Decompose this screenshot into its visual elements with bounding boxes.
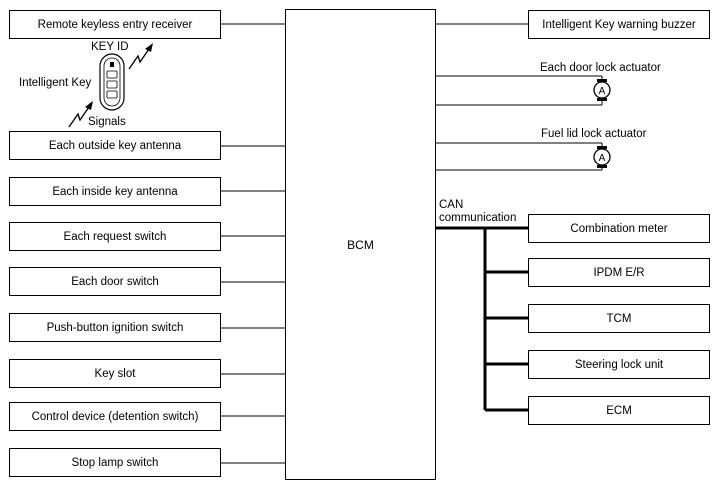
push-button-ignition-switch-box: Push-button ignition switch xyxy=(9,313,221,342)
door-lock-actuator-icon: A xyxy=(593,79,611,101)
input-label: Remote keyless entry receiver xyxy=(37,18,193,31)
can-unit-label: IPDM E/R xyxy=(593,266,645,279)
fuel-lid-actuator-icon: A xyxy=(593,146,611,168)
signals-label: Signals xyxy=(88,116,126,128)
key-id-signal-icon xyxy=(128,43,153,70)
can-unit-label: TCM xyxy=(606,312,632,325)
intelligent-key-icon xyxy=(99,53,125,111)
fuel-lid-actuator-label: Fuel lid lock actuator xyxy=(541,128,647,140)
outside-key-antenna-box: Each outside key antenna xyxy=(9,131,221,160)
bcm-label: BCM xyxy=(347,237,374,252)
input-wires xyxy=(221,23,285,464)
intelligent-key-label: Intelligent Key xyxy=(19,77,92,89)
combination-meter-box: Combination meter xyxy=(528,214,710,243)
door-switch-box: Each door switch xyxy=(9,267,221,296)
input-label: Control device (detention switch) xyxy=(31,410,199,423)
ecm-box: ECM xyxy=(528,396,710,425)
ipdm-er-box: IPDM E/R xyxy=(528,258,710,287)
can-unit-label: Combination meter xyxy=(570,222,668,235)
input-label: Key slot xyxy=(94,367,136,380)
input-label: Each inside key antenna xyxy=(52,185,178,198)
can-unit-label: Steering lock unit xyxy=(574,358,664,371)
input-label: Each outside key antenna xyxy=(48,139,182,152)
door-lock-actuator-label: Each door lock actuator xyxy=(540,62,661,74)
door-lock-actuator-symbol: A xyxy=(599,86,606,97)
can-communication-label: communication xyxy=(439,212,517,224)
key-id-label: KEY ID xyxy=(91,41,129,53)
request-switch-box: Each request switch xyxy=(9,222,221,251)
bcm-box: BCM xyxy=(285,9,436,480)
input-label: Push-button ignition switch xyxy=(46,321,184,334)
output-wires xyxy=(436,23,603,171)
tcm-box: TCM xyxy=(528,304,710,333)
stop-lamp-switch-box: Stop lamp switch xyxy=(9,448,221,477)
antenna-signal-icon xyxy=(68,101,93,128)
can-bus xyxy=(436,226,528,412)
remote-keyless-entry-receiver-box: Remote keyless entry receiver xyxy=(9,10,221,39)
can-unit-label: ECM xyxy=(606,404,632,417)
control-device-box: Control device (detention switch) xyxy=(9,402,221,431)
input-label: Each door switch xyxy=(71,275,159,288)
steering-lock-unit-box: Steering lock unit xyxy=(528,350,710,379)
inside-key-antenna-box: Each inside key antenna xyxy=(9,177,221,206)
warning-buzzer-box: Intelligent Key warning buzzer xyxy=(528,10,710,39)
output-label: Intelligent Key warning buzzer xyxy=(542,18,696,31)
input-label: Stop lamp switch xyxy=(71,456,159,469)
fuel-lid-actuator-symbol: A xyxy=(599,153,606,164)
input-label: Each request switch xyxy=(63,230,167,243)
can-label: CAN xyxy=(439,199,464,211)
key-slot-box: Key slot xyxy=(9,359,221,388)
